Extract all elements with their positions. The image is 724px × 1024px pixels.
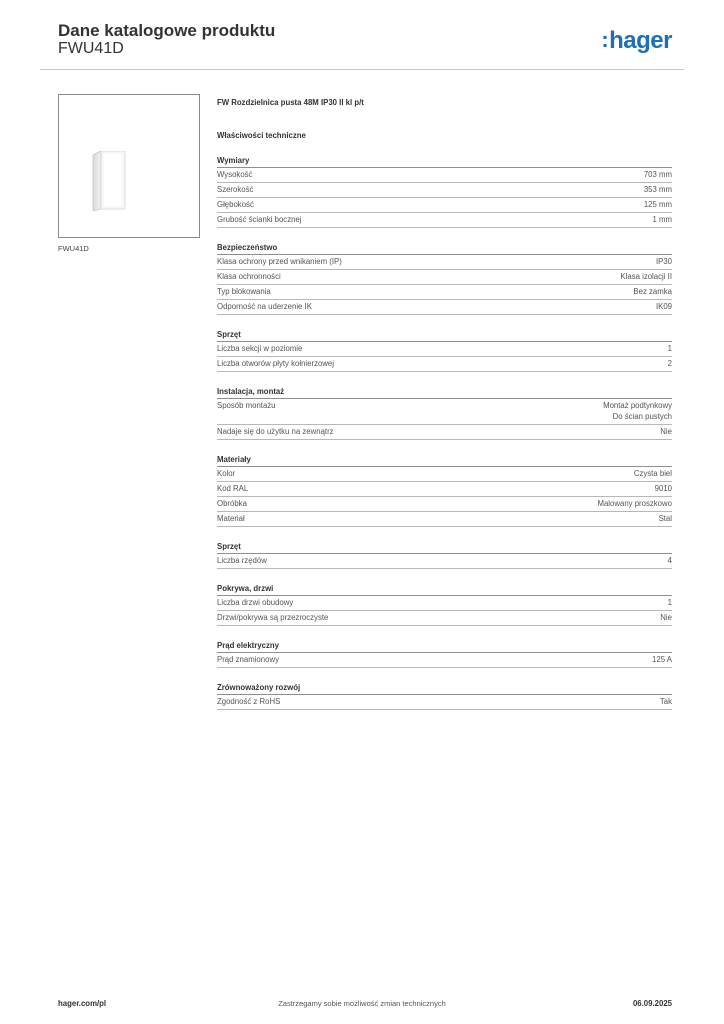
section-title: Prąd elektryczny — [217, 639, 672, 653]
header-divider — [40, 69, 684, 70]
spec-row: Grubość ścianki bocznej 1 mm — [217, 213, 672, 228]
spec-row: Sposób montażu Montaż podtynkowy Do ścian… — [217, 399, 672, 425]
spec-label: Wysokość — [217, 170, 253, 179]
section-title: Sprzęt — [217, 540, 672, 554]
product-code: FWU41D — [58, 40, 124, 57]
product-image-caption: FWU41D — [58, 244, 89, 253]
footer-date: 06.09.2025 — [632, 999, 672, 1008]
section-title: Materiały — [217, 453, 672, 467]
section-title: Bezpieczeństwo — [217, 241, 672, 255]
spec-row: Drzwi/pokrywa są przezroczyste Nie — [217, 611, 672, 626]
spec-label: Grubość ścianki bocznej — [217, 215, 302, 224]
section-title: Pokrywa, drzwi — [217, 582, 672, 596]
spec-label: Liczba sekcji w poziomie — [217, 344, 303, 353]
spec-label: Kod RAL — [217, 484, 249, 493]
section-title: Sprzęt — [217, 328, 672, 342]
hager-logo: : hager — [601, 27, 672, 55]
spec-value: 125 A — [652, 655, 672, 664]
spec-value: 353 mm — [643, 185, 672, 194]
spec-label: Szerokość — [217, 185, 254, 194]
spec-value: Klasa izolacji II — [620, 272, 672, 281]
spec-row: Materiał Stal — [217, 512, 672, 527]
spec-value: 703 mm — [643, 170, 672, 179]
product-image-enclosure — [92, 151, 126, 211]
section-title: Instalacja, montaż — [217, 385, 672, 399]
spec-value: 125 mm — [643, 200, 672, 209]
spec-value: IK09 — [655, 302, 672, 311]
spec-value: Stal — [658, 514, 672, 523]
spec-value: 1 — [667, 344, 672, 353]
spec-label: Klasa ochronności — [217, 272, 281, 281]
spec-row: Zgodność z RoHS Tak — [217, 695, 672, 710]
spec-label: Liczba rzędów — [217, 556, 267, 565]
footer-website: hager.com/pl — [58, 999, 107, 1008]
spec-row: Szerokość 353 mm — [217, 183, 672, 198]
spec-row: Liczba sekcji w poziomie 1 — [217, 342, 672, 357]
spec-label: Obróbka — [217, 499, 247, 508]
logo-text: hager — [609, 27, 672, 54]
spec-row: Klasa ochrony przed wnikaniem (IP) IP30 — [217, 255, 672, 270]
spec-row: Wysokość 703 mm — [217, 168, 672, 183]
spec-value: 1 — [667, 598, 672, 607]
spec-content: FW Rozdzielnica pusta 48M IP30 II kl p/t… — [217, 97, 672, 710]
spec-label: Odporność na uderzenie IK — [217, 302, 312, 311]
technical-properties-heading: Właściwości techniczne — [217, 131, 306, 140]
page-title: Dane katalogowe produktu — [58, 21, 276, 40]
spec-label: Klasa ochrony przed wnikaniem (IP) — [217, 257, 342, 266]
spec-value: 4 — [667, 556, 672, 565]
spec-row: Klasa ochronności Klasa izolacji II — [217, 270, 672, 285]
spec-label: Typ blokowania — [217, 287, 271, 296]
spec-value: IP30 — [655, 257, 672, 266]
spec-value: Montaż podtynkowy Do ścian pustych — [603, 401, 672, 421]
spec-label: Prąd znamionowy — [217, 655, 279, 664]
spec-row: Nadaje się do użytku na zewnątrz Nie — [217, 425, 672, 440]
spec-value: 9010 — [654, 484, 672, 493]
spec-row: Liczba otworów płyty kołnierzowej 2 — [217, 357, 672, 372]
spec-label: Materiał — [217, 514, 245, 523]
spec-value: Nie — [660, 427, 672, 436]
spec-label: Kolor — [217, 469, 236, 478]
footer-disclaimer: Zastrzegamy sobie możliwość zmian techni… — [278, 999, 446, 1008]
spec-row: Kod RAL 9010 — [217, 482, 672, 497]
spec-value: Nie — [660, 613, 672, 622]
product-title: FW Rozdzielnica pusta 48M IP30 II kl p/t — [217, 98, 364, 107]
section-title: Zrównoważony rozwój — [217, 681, 672, 695]
spec-label: Liczba otworów płyty kołnierzowej — [217, 359, 335, 368]
spec-value: Czysta biel — [633, 469, 672, 478]
spec-label: Głębokość — [217, 200, 254, 209]
spec-row: Głębokość 125 mm — [217, 198, 672, 213]
spec-value: Bez zamka — [633, 287, 672, 296]
spec-row: Liczba rzędów 4 — [217, 554, 672, 569]
spec-row: Typ blokowania Bez zamka — [217, 285, 672, 300]
spec-value: Tak — [659, 697, 672, 706]
spec-row: Liczba drzwi obudowy 1 — [217, 596, 672, 611]
spec-row: Prąd znamionowy 125 A — [217, 653, 672, 668]
spec-label: Zgodność z RoHS — [217, 697, 281, 706]
section-title: Wymiary — [217, 154, 672, 168]
spec-value: 1 mm — [652, 215, 673, 224]
spec-row: Obróbka Malowany proszkowo — [217, 497, 672, 512]
spec-label: Nadaje się do użytku na zewnątrz — [217, 427, 334, 436]
spec-label: Drzwi/pokrywa są przezroczyste — [217, 613, 329, 622]
logo-colon-mark: : — [601, 27, 609, 52]
spec-value: 2 — [667, 359, 672, 368]
spec-label: Liczba drzwi obudowy — [217, 598, 294, 607]
spec-label: Sposób montażu — [217, 401, 276, 410]
spec-row: Odporność na uderzenie IK IK09 — [217, 300, 672, 315]
spec-value: Malowany proszkowo — [597, 499, 672, 508]
product-image-frame — [58, 94, 200, 238]
spec-row: Kolor Czysta biel — [217, 467, 672, 482]
